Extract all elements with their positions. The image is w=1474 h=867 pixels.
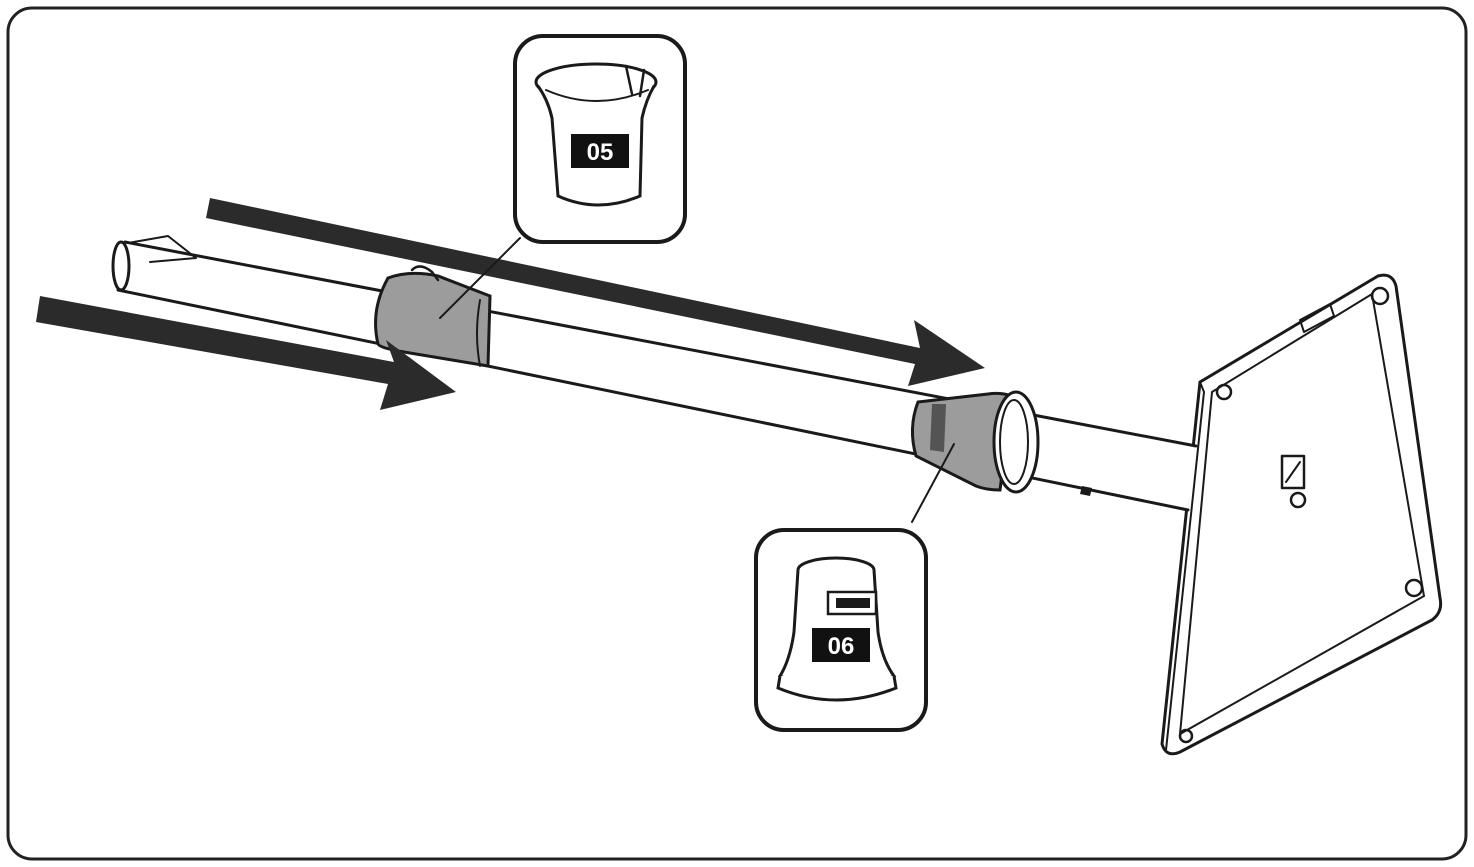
frame-border (6, 6, 1468, 861)
callout-05: 05 (513, 34, 687, 244)
callout-label-06: 06 (828, 633, 855, 660)
leader-line-06 (911, 443, 955, 523)
callout-label-05: 05 (587, 139, 614, 166)
callout-06: 06 (754, 528, 928, 732)
leader-line-05 (439, 237, 521, 319)
arrow-lower (36, 296, 456, 410)
arrow-upper (206, 198, 985, 386)
base-plate (1160, 273, 1443, 756)
collar-06-on-pole (911, 390, 1040, 494)
